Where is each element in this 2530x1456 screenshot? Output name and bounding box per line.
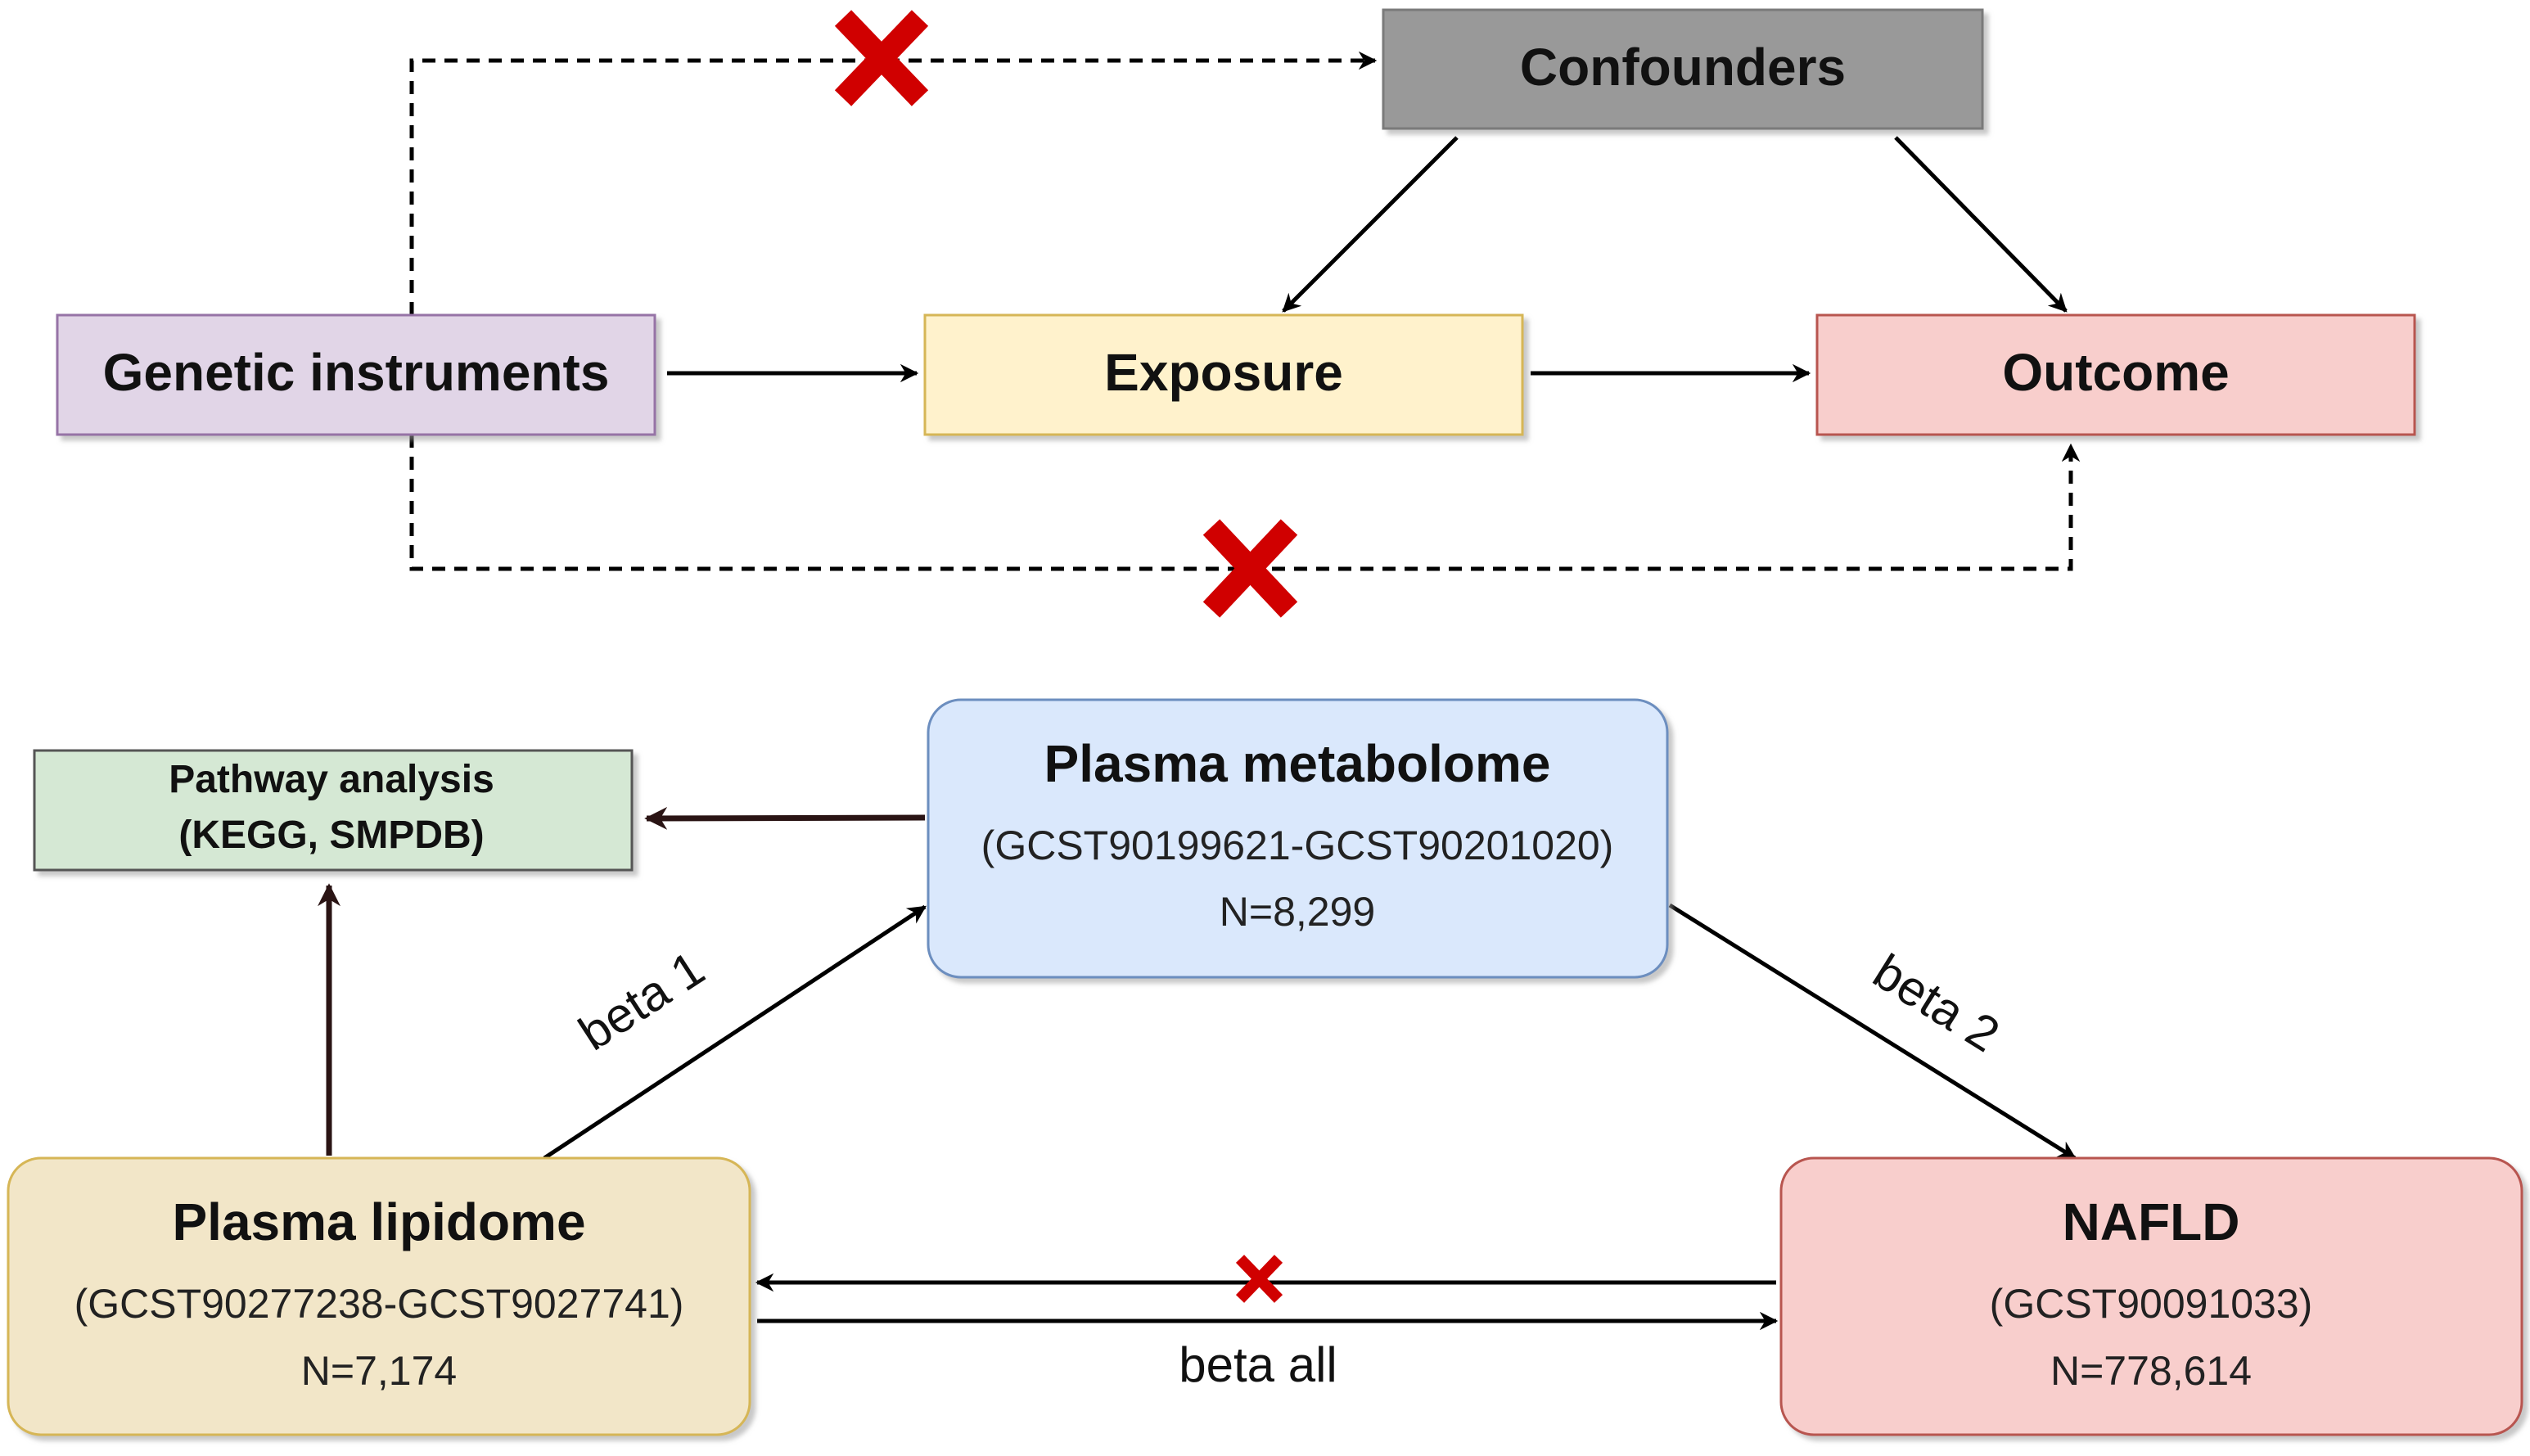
outcome-box: Outcome: [1815, 313, 2416, 436]
genetic-instruments-label: Genetic instruments: [103, 343, 610, 402]
beta2-label: beta 2: [1864, 944, 2009, 1062]
metabolome-title: Plasma metabolome: [1044, 734, 1551, 793]
outcome-label: Outcome: [2002, 343, 2229, 402]
confounders-box: Confounders: [1382, 8, 1984, 130]
exposure-box: Exposure: [923, 313, 1524, 436]
beta1-label: beta 1: [570, 940, 714, 1061]
pathway-label-line2: (KEGG, SMPDB): [178, 814, 484, 857]
lipidome-ids: (GCST90277238-GCST9027741): [74, 1281, 684, 1327]
blocked-x-icon-top: [834, 10, 929, 106]
metabolome-n: N=8,299: [1220, 889, 1375, 935]
lipidome-n: N=7,174: [301, 1348, 457, 1394]
nafld-n: N=778,614: [2050, 1348, 2252, 1394]
arrow-lipidome-to-metabolome: [543, 904, 927, 1161]
metabolome-ids: (GCST90199621-GCST90201020): [981, 823, 1614, 868]
confounders-label: Confounders: [1520, 38, 1846, 97]
arrow-metabolome-to-nafld: [1668, 903, 2077, 1161]
blocked-x-icon-bottom: [1202, 519, 1298, 618]
arrow-confounders-to-outcome: [1894, 136, 2068, 313]
pathway-analysis-box: Pathway analysis (KEGG, SMPDB): [33, 749, 634, 872]
beta-all-label: beta all: [1179, 1337, 1337, 1392]
nafld-box: NAFLD (GCST90091033) N=778,614: [1779, 1156, 2523, 1436]
nafld-ids: (GCST90091033): [1990, 1281, 2313, 1327]
genetic-instruments-box: Genetic instruments: [56, 313, 656, 436]
exposure-label: Exposure: [1104, 343, 1343, 402]
blocked-x-icon-reverse: [1235, 1255, 1283, 1303]
plasma-metabolome-box: Plasma metabolome (GCST90199621-GCST9020…: [927, 698, 1669, 979]
dashed-arrow-instruments-to-outcome: [409, 435, 2081, 571]
dashed-arrow-instruments-to-confounders: [409, 51, 1378, 315]
nafld-title: NAFLD: [2063, 1192, 2240, 1251]
plasma-lipidome-box: Plasma lipidome (GCST90277238-GCST902774…: [7, 1156, 751, 1436]
pathway-label-line1: Pathway analysis: [169, 758, 494, 801]
lipidome-title: Plasma lipidome: [172, 1192, 585, 1251]
arrow-confounders-to-exposure: [1282, 136, 1459, 313]
